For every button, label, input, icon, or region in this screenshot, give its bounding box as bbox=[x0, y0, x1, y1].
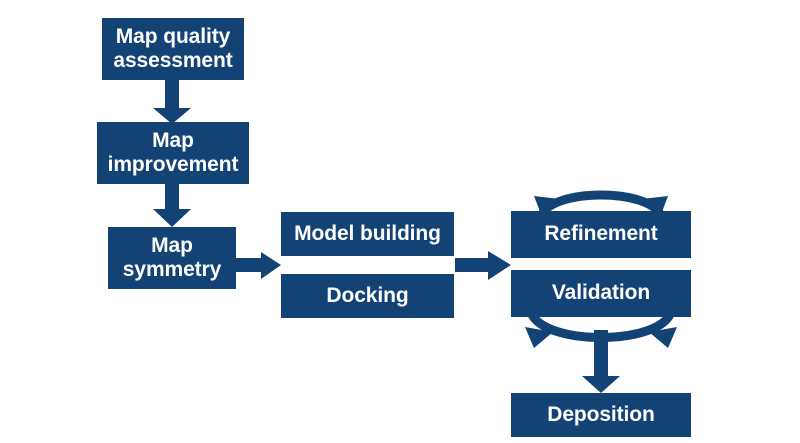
node-model-building[interactable]: Model building bbox=[281, 212, 454, 256]
connector-quality-to-improvement bbox=[153, 80, 191, 124]
node-label: Deposition bbox=[547, 402, 655, 426]
connector-symmetry-to-build-dock bbox=[236, 252, 281, 279]
node-label: Model building bbox=[294, 221, 441, 245]
node-map-symmetry[interactable]: Map symmetry bbox=[108, 227, 236, 289]
node-docking[interactable]: Docking bbox=[281, 274, 454, 318]
node-deposition[interactable]: Deposition bbox=[511, 393, 691, 437]
cycle-separator bbox=[511, 258, 691, 270]
node-validation[interactable]: Validation bbox=[511, 270, 691, 317]
connector-improvement-to-symmetry bbox=[153, 184, 191, 227]
connector-cycle-to-deposition bbox=[582, 330, 620, 393]
node-label: Refinement bbox=[544, 222, 658, 246]
node-label: Map quality assessment bbox=[113, 24, 233, 72]
node-label: Map improvement bbox=[107, 128, 239, 176]
node-label: Docking bbox=[326, 283, 409, 307]
connector-refine-validate-cycle-top bbox=[534, 190, 668, 220]
node-map-improvement[interactable]: Map improvement bbox=[97, 122, 249, 184]
connector-build-dock-to-refine-validate bbox=[455, 251, 511, 280]
node-refinement[interactable]: Refinement bbox=[511, 211, 691, 258]
node-label: Map symmetry bbox=[122, 233, 222, 281]
node-label: Validation bbox=[551, 281, 651, 305]
node-map-quality-assessment[interactable]: Map quality assessment bbox=[102, 18, 244, 80]
